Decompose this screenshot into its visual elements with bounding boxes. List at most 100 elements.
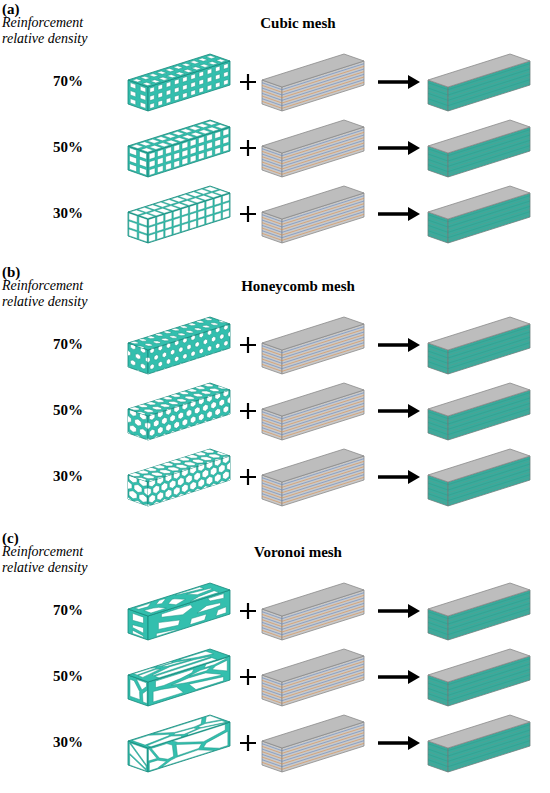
plus-symbol <box>240 74 256 90</box>
lattice-hole <box>151 472 163 476</box>
lattice-hole <box>214 459 226 463</box>
lattice-hole <box>167 343 175 346</box>
lattice-top-face <box>128 715 230 748</box>
matrix-block <box>262 583 364 640</box>
lattice-hole <box>158 411 168 414</box>
layer-line <box>262 167 282 174</box>
composite-top-face <box>428 120 530 153</box>
lattice-hole <box>170 431 176 438</box>
lattice-hole <box>203 420 209 427</box>
lattice-hole <box>207 69 212 75</box>
lattice-hole <box>181 63 191 66</box>
lattice-top-face <box>128 583 230 616</box>
lattice-top-face <box>128 186 230 219</box>
lattice-hole <box>140 76 150 79</box>
plus-symbol <box>240 469 256 485</box>
lattice-hole <box>227 397 233 404</box>
lattice-hole <box>215 131 221 139</box>
layer-line <box>448 411 530 437</box>
composite-top-face <box>428 583 530 616</box>
layer-line <box>282 609 364 635</box>
layer-line <box>448 475 530 501</box>
lattice-hole <box>149 152 155 160</box>
lattice-hole <box>155 334 163 337</box>
lattice-hole <box>149 225 156 234</box>
reinforcement-lattice <box>119 447 242 516</box>
composite-top-face <box>428 715 530 748</box>
lattice-hole <box>175 356 179 361</box>
lattice-hole <box>180 129 193 133</box>
lattice-holes <box>142 322 241 379</box>
reinforcement-lattice <box>128 649 230 706</box>
lattice-hole <box>158 427 164 434</box>
lattice-hole <box>144 607 166 613</box>
matrix-top-face <box>262 715 364 748</box>
lattice-hole <box>195 358 199 363</box>
plus-stroke <box>240 469 256 485</box>
arrow-shaft <box>378 609 410 613</box>
lattice-hole <box>171 673 221 685</box>
lattice-hole <box>130 360 135 365</box>
lattice-hole <box>162 417 168 424</box>
matrix-block <box>262 54 364 111</box>
lattice-hole <box>182 419 188 426</box>
lattice-hole <box>236 345 240 350</box>
reinforcement-lattice <box>120 381 242 449</box>
lattice-hole <box>186 475 193 483</box>
lattice-hole <box>178 457 190 461</box>
lattice-hole <box>226 383 236 386</box>
composite-top-face <box>428 449 530 482</box>
lattice-hole <box>141 432 147 439</box>
lattice-side-face <box>148 456 230 506</box>
layer-line <box>428 101 448 108</box>
lattice-hole <box>218 386 228 389</box>
lattice-hole <box>181 223 188 232</box>
matrix-block <box>262 383 364 440</box>
lattice-hole <box>129 491 137 499</box>
lattice-hole <box>149 168 155 176</box>
lattice-hole <box>217 451 229 455</box>
lattice-hole <box>236 329 240 334</box>
lattice-hole <box>194 407 200 414</box>
lattice-hole <box>121 475 133 479</box>
lattice-holes <box>153 658 227 702</box>
layer-line <box>262 496 282 503</box>
density-value: 50% <box>38 402 98 419</box>
matrix-top-face <box>262 649 364 682</box>
lattice-hole <box>175 587 204 595</box>
reinforcement-lattice <box>128 583 230 640</box>
lattice-holes <box>121 447 243 486</box>
lattice-hole <box>170 415 176 422</box>
process-arrow <box>378 604 420 618</box>
lattice-hole <box>138 404 148 407</box>
lattice-hole <box>182 150 188 158</box>
lattice-hole <box>199 414 205 421</box>
lattice-hole <box>220 334 224 339</box>
lattice-hole <box>222 210 229 219</box>
lattice-hole <box>211 337 215 342</box>
lattice-hole <box>198 130 211 134</box>
lattice-hole <box>173 66 183 69</box>
lattice-hole <box>150 103 155 109</box>
composite-block <box>428 449 530 506</box>
matrix-top-face <box>262 583 364 616</box>
lattice-hole <box>196 123 209 127</box>
lattice-hole <box>212 381 222 384</box>
density-value: 50% <box>38 668 98 685</box>
density-value: 50% <box>38 139 98 156</box>
lattice-hole <box>186 410 192 417</box>
plus-stroke <box>240 337 256 353</box>
lattice-hole <box>231 453 238 461</box>
lattice-hole <box>123 344 131 347</box>
lattice-hole <box>129 473 141 477</box>
lattice-hole <box>140 94 145 100</box>
lattice-hole <box>194 452 206 456</box>
lattice-hole <box>182 135 195 139</box>
lattice-hole <box>228 347 232 352</box>
lattice-hole <box>162 368 166 373</box>
lattice-holes <box>122 381 242 420</box>
lattice-hole <box>154 507 162 515</box>
layer-line <box>282 675 364 701</box>
plus-stroke <box>240 603 256 619</box>
lattice-hole <box>184 338 192 341</box>
